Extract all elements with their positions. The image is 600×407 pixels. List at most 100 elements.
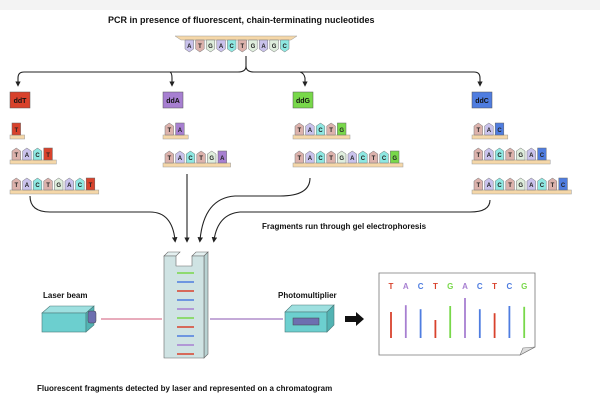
pm-box-top	[284, 304, 335, 313]
photomultiplier	[210, 304, 364, 333]
nucleotide-letter: C	[230, 44, 235, 50]
nucleotide-letter: A	[261, 44, 266, 50]
nucleotide-letter: C	[35, 183, 40, 189]
nucleotide-shape	[216, 39, 226, 53]
nucleotide-T: T	[164, 150, 174, 164]
nucleotide-letter: A	[178, 128, 183, 134]
nucleotide-shape	[294, 150, 304, 164]
nucleotide-T: T	[326, 150, 336, 164]
bottom-caption: Fluorescent fragments detected by laser …	[37, 384, 333, 393]
nucleotide-letter: A	[487, 183, 492, 189]
ddG-to-gel-arrow	[197, 177, 311, 243]
fragment-backbone	[292, 134, 351, 140]
fragment-backbone	[471, 134, 509, 140]
nucleotide-shape	[185, 150, 196, 164]
dd-label-text: ddT	[14, 98, 28, 105]
nucleotide-letter: T	[167, 156, 171, 162]
nucleotide-A: A	[305, 150, 315, 164]
nucleotide-shape	[75, 177, 85, 191]
gel-body	[163, 255, 205, 359]
chromatogram-letter-C: C	[507, 282, 513, 291]
ddT-to-gel-arrow	[29, 195, 178, 243]
nucleotide-letter: G	[208, 44, 213, 50]
dd-label-text: ddA	[166, 98, 180, 105]
nucleotide-C: C	[315, 150, 326, 164]
nucleotide-shape	[32, 147, 43, 161]
terminator-nucleotide-T: T	[11, 122, 21, 136]
gel	[163, 251, 209, 359]
terminator-shape	[337, 122, 347, 136]
nucleotide-shape	[175, 150, 185, 164]
nucleotide-G: G	[516, 147, 526, 161]
nucleotide-letter: T	[14, 183, 18, 189]
pm-box-side	[326, 304, 335, 333]
terminator-nucleotide-C: C	[537, 147, 547, 161]
terminator-shape	[11, 122, 21, 136]
laser-box-top	[41, 305, 95, 314]
nucleotide-T: T	[326, 122, 336, 136]
nucleotide-letter: T	[476, 153, 480, 159]
nucleotide-letter: G	[209, 156, 214, 162]
chromatogram-letter-A: A	[403, 282, 409, 291]
terminator-shape	[537, 147, 547, 161]
nucleotide-shape	[32, 177, 43, 191]
terminator-nucleotide-T: T	[85, 177, 96, 191]
nucleotide-letter: A	[308, 128, 313, 134]
nucleotide-A: A	[526, 177, 536, 191]
nucleotide-C: C	[358, 150, 368, 164]
nucleotide-T: T	[164, 122, 174, 136]
nucleotide-shape	[11, 177, 21, 191]
nucleotide-shape	[337, 150, 347, 164]
nucleotide-letter: C	[540, 153, 545, 159]
branch-to-ddT-arrow	[15, 56, 247, 87]
nucleotide-T: T	[368, 150, 379, 164]
nucleotide-G: G	[337, 150, 347, 164]
nucleotide-shape	[473, 122, 483, 136]
chromatogram-letter-A: A	[462, 282, 468, 291]
nucleotide-A: A	[305, 122, 315, 136]
nucleotide-shape	[184, 39, 194, 53]
nucleotide-shape	[315, 122, 326, 136]
branch-to-ddG-arrow	[299, 71, 308, 87]
nucleotide-shape	[526, 147, 536, 161]
laser	[41, 305, 162, 333]
nucleotide-letter: T	[199, 156, 203, 162]
nucleotide-letter: T	[297, 128, 301, 134]
fragment: T	[9, 122, 25, 140]
nucleotide-C: C	[379, 150, 389, 164]
branch-to-ddC-arrow	[245, 65, 483, 87]
nucleotide-letter: T	[329, 128, 333, 134]
pm-window	[292, 317, 320, 326]
nucleotide-T: T	[505, 147, 515, 161]
nucleotide-shape	[195, 39, 205, 53]
template-nucleotide-C: C	[227, 39, 237, 53]
nucleotide-letter: T	[372, 156, 376, 162]
branch-to-ddA-arrow	[169, 71, 175, 87]
nucleotide-shape	[11, 147, 21, 161]
nucleotide-shape	[368, 150, 379, 164]
nucleotide-letter: T	[198, 44, 202, 50]
fragment-backbone	[9, 134, 25, 140]
nucleotide-letter: T	[508, 183, 512, 189]
fragment-backbone	[471, 159, 551, 165]
terminator-nucleotide-A: A	[175, 122, 185, 136]
nucleotide-letter: T	[329, 156, 333, 162]
nucleotide-C: C	[494, 147, 505, 161]
template-nucleotide-C: C	[280, 39, 290, 53]
diagram-title: PCR in presence of fluorescent, chain-te…	[108, 15, 375, 25]
nucleotide-T: T	[473, 177, 483, 191]
nucleotide-shape	[207, 150, 217, 164]
dd-label-text: ddC	[475, 98, 489, 105]
nucleotide-shape	[54, 177, 64, 191]
nucleotide-C: C	[185, 150, 196, 164]
nucleotide-letter: A	[219, 44, 224, 50]
dd-label-box	[162, 91, 184, 109]
chromatogram-letter-T: T	[389, 282, 394, 291]
nucleotide-letter: A	[529, 183, 534, 189]
template-nucleotide-A: A	[216, 39, 226, 53]
nucleotide-A: A	[22, 147, 32, 161]
nucleotide-letter: C	[561, 183, 566, 189]
